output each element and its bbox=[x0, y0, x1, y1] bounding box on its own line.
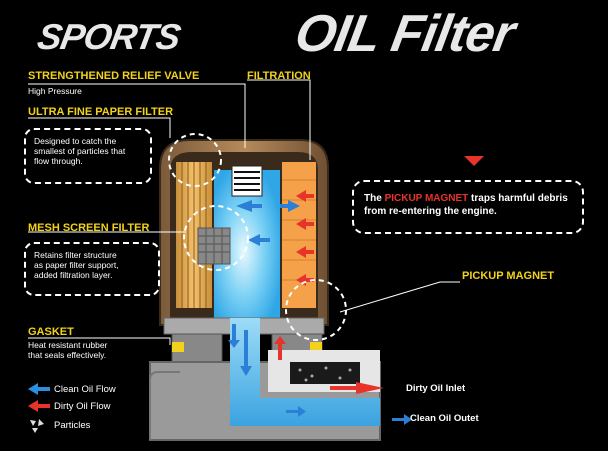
clean-oil-outlet-label: Clean Oil Outet bbox=[410, 413, 479, 424]
legend-dirty-label: Dirty Oil Flow bbox=[54, 401, 111, 412]
mesh-filter-desc-line2: as paper filter support, bbox=[34, 260, 119, 270]
dirty-oil-arrows bbox=[274, 190, 384, 394]
pickup-magnet-label: PICKUP MAGNET bbox=[462, 270, 555, 282]
legend-clean-icon bbox=[28, 383, 50, 395]
pickup-magnet-desc-box: The PICKUP MAGNET traps harmful debris f… bbox=[352, 180, 584, 234]
paper-filter-left bbox=[176, 162, 212, 308]
paper-filter-desc-line3: flow through. bbox=[34, 156, 83, 166]
gasket-desc-line1: Heat resistant rubber bbox=[28, 340, 108, 350]
legend-clean-label: Clean Oil Flow bbox=[54, 384, 116, 395]
magnet-desc-highlight: PICKUP MAGNET bbox=[384, 193, 469, 204]
magnet-desc-line2: from re-entering the engine. bbox=[364, 206, 497, 217]
gasket-right bbox=[310, 342, 322, 352]
clean-oil-arrows bbox=[228, 200, 412, 425]
paper-filter-label: ULTRA FINE PAPER FILTER bbox=[28, 106, 174, 118]
relief-valve-desc: High Pressure bbox=[28, 86, 82, 96]
legend-particles-label: Particles bbox=[54, 420, 91, 431]
paper-filter-desc-box: Designed to catch the smallest of partic… bbox=[24, 128, 152, 184]
filtration-label: FILTRATION bbox=[247, 70, 311, 82]
magnet-desc-pre: The bbox=[364, 193, 385, 204]
dirty-oil-channel bbox=[268, 350, 380, 392]
oil-core bbox=[214, 170, 280, 318]
chevron-down-icon bbox=[464, 156, 484, 166]
mesh-screen bbox=[197, 227, 231, 265]
paper-filter-desc-line2: smallest of particles that bbox=[34, 146, 126, 156]
relief-valve-spring bbox=[231, 165, 263, 197]
paper-filter-right bbox=[282, 162, 316, 308]
dirty-oil-inlet-label: Dirty Oil Inlet bbox=[406, 383, 466, 394]
mesh-filter-label: MESH SCREEN FILTER bbox=[28, 222, 150, 234]
clean-oil-pipe bbox=[230, 318, 380, 426]
leader-lines bbox=[28, 79, 460, 345]
mesh-filter-desc-box: Retains filter structure as paper filter… bbox=[24, 242, 160, 296]
mesh-filter-desc-line1: Retains filter structure bbox=[34, 250, 117, 260]
particles-icon bbox=[30, 419, 44, 433]
legend-dirty-icon bbox=[28, 400, 50, 412]
gasket-desc-line2: that seals effectively. bbox=[28, 350, 107, 360]
mesh-filter-desc-line3: added filtration layer. bbox=[34, 270, 113, 280]
gasket-label: GASKET bbox=[28, 326, 74, 338]
paper-filter-desc-line1: Designed to catch the bbox=[34, 136, 117, 146]
magnet-desc-post: traps harmful debris bbox=[468, 193, 568, 204]
relief-valve-label: STRENGTHENED RELIEF VALVE bbox=[28, 70, 200, 82]
gasket-left bbox=[172, 342, 184, 352]
